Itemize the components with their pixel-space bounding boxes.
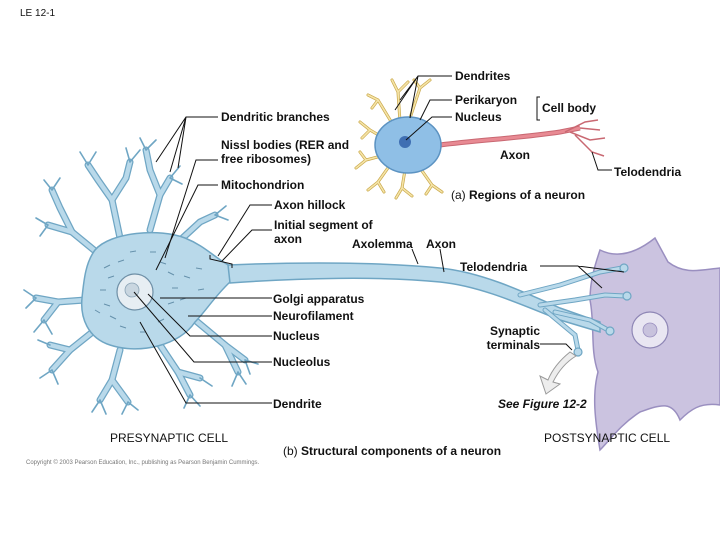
label-dendritic-branches: Dendritic branches xyxy=(221,110,330,124)
label-axolemma: Axolemma xyxy=(352,237,413,251)
caption-a: (a) Regions of a neuron xyxy=(451,188,585,202)
figure-id: LE 12-1 xyxy=(20,8,56,19)
synaptic-knobs xyxy=(573,263,632,357)
label-telodendria-b: Telodendria xyxy=(460,260,528,274)
label-dendrites: Dendrites xyxy=(455,69,511,83)
label-synaptic-terminals: Synaptic terminals xyxy=(486,324,540,352)
label-cell-body: Cell body xyxy=(542,101,597,115)
label-dendrite: Dendrite xyxy=(273,397,322,411)
small-neuron-telodendria xyxy=(564,119,606,157)
label-initial-segment: Initial segment of axon xyxy=(274,218,373,246)
label-mitochondrion: Mitochondrion xyxy=(221,178,305,192)
label-nucleolus: Nucleolus xyxy=(273,355,331,369)
caption-b-text: Structural components of a neuron xyxy=(301,444,502,458)
label-axon-a: Axon xyxy=(500,148,530,162)
label-presynaptic: PRESYNAPTIC CELL xyxy=(110,431,229,445)
leader-lines xyxy=(133,75,625,404)
label-axon-hillock: Axon hillock xyxy=(274,198,346,212)
label-axon-b: Axon xyxy=(426,237,456,251)
initial-segment-bracket xyxy=(209,255,233,268)
caption-b-letter: (b) xyxy=(283,444,298,458)
label-neurofilament: Neurofilament xyxy=(273,309,354,323)
caption-a-text: Regions of a neuron xyxy=(469,188,586,202)
label-golgi: Golgi apparatus xyxy=(273,292,365,306)
label-nucleus-a: Nucleus xyxy=(455,110,502,124)
see-figure-arrow xyxy=(539,351,577,395)
small-neuron-nucleus xyxy=(399,136,411,148)
copyright-notice: Copyright © 2003 Pearson Education, Inc.… xyxy=(26,460,260,466)
label-telodendria-a: Telodendria xyxy=(614,165,682,179)
label-postsynaptic: POSTSYNAPTIC CELL xyxy=(544,431,671,445)
caption-a-letter: (a) xyxy=(451,188,466,202)
label-see-figure: See Figure 12-2 xyxy=(498,397,587,411)
presynaptic-axon xyxy=(227,262,601,334)
label-perikaryon: Perikaryon xyxy=(455,93,518,107)
label-nucleus-b: Nucleus xyxy=(273,329,320,343)
label-nissl-bodies: Nissl bodies (RER and free ribosomes) xyxy=(221,138,350,166)
nissl-stippling xyxy=(94,250,205,333)
presynaptic-neuron xyxy=(23,137,632,415)
caption-b: (b) Structural components of a neuron xyxy=(283,444,501,458)
